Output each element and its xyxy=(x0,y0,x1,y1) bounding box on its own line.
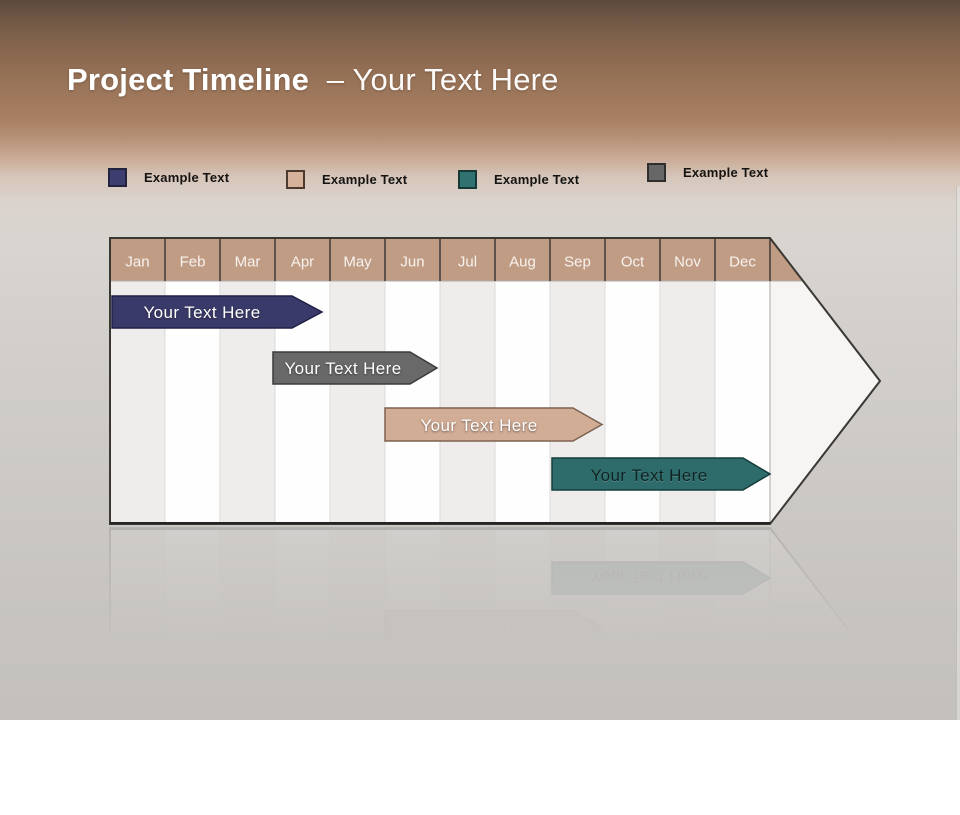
bar-label: Your Text Here xyxy=(590,466,707,485)
timeline-reflection: Jan Feb Mar Apr May Jun Jul Aug Sep Oct … xyxy=(109,527,882,815)
month-label: Apr xyxy=(291,254,314,271)
legend-swatch-teal xyxy=(458,170,477,189)
title-placeholder-text: – Your Text Here xyxy=(326,62,559,97)
bar-label: Your Text Here xyxy=(143,303,260,322)
svg-text:Feb: Feb xyxy=(180,782,206,799)
legend-item-1[interactable]: Example Text xyxy=(108,168,229,187)
legend-item-2[interactable]: Example Text xyxy=(286,170,407,189)
timeline-grid xyxy=(110,238,880,524)
svg-text:Apr: Apr xyxy=(291,782,314,799)
svg-text:Mar: Mar xyxy=(235,782,261,799)
timeline-arrow-outline xyxy=(109,237,881,525)
month-label: May xyxy=(343,254,372,271)
legend-swatch-gray xyxy=(647,163,666,182)
legend-swatch-navy xyxy=(108,168,127,187)
month-label: Nov xyxy=(674,254,701,271)
svg-text:Sep: Sep xyxy=(564,782,591,799)
bar-label: Your Text Here xyxy=(284,359,401,378)
svg-text:Your Text Here: Your Text Here xyxy=(284,674,401,693)
title-main: Project Timeline xyxy=(67,62,310,97)
svg-text:Your Text Here: Your Text Here xyxy=(590,567,707,586)
title-suffix xyxy=(318,62,327,97)
timeline-bar-2[interactable]: Your Text Here xyxy=(272,351,439,385)
svg-text:Nov: Nov xyxy=(674,782,701,799)
svg-text:Oct: Oct xyxy=(621,782,645,799)
legend-label: Example Text xyxy=(494,172,580,187)
legend-label: Example Text xyxy=(322,172,408,187)
svg-text:Jun: Jun xyxy=(400,782,424,799)
legend-item-3[interactable]: Example Text xyxy=(458,170,579,189)
month-label: Feb xyxy=(180,254,206,271)
legend-item-4[interactable]: Example Text xyxy=(647,163,768,182)
month-label: Dec xyxy=(729,254,756,271)
month-label: Aug xyxy=(509,254,536,271)
slide-title[interactable]: Project Timeline – Your Text Here xyxy=(67,62,559,98)
legend-label: Example Text xyxy=(683,165,769,180)
timeline-bar-3[interactable]: Your Text Here xyxy=(384,407,604,442)
svg-text:Aug: Aug xyxy=(509,782,536,799)
svg-text:Your Text Here: Your Text Here xyxy=(420,617,537,636)
month-label: Sep xyxy=(564,254,591,271)
month-label: Jan xyxy=(125,254,149,271)
timeline-bar-4[interactable]: Your Text Here xyxy=(551,457,772,491)
legend-label: Example Text xyxy=(144,170,230,185)
month-label: Jun xyxy=(400,254,424,271)
svg-text:Your Text Here: Your Text Here xyxy=(143,730,260,749)
month-label: Oct xyxy=(621,254,645,271)
timeline-arrow[interactable]: Jan Feb Mar Apr May Jun Jul Aug Sep Oct … xyxy=(109,237,881,525)
slide-right-edge xyxy=(956,186,960,720)
svg-text:May: May xyxy=(343,782,372,799)
timeline-bar-1[interactable]: Your Text Here xyxy=(111,295,324,329)
svg-text:Dec: Dec xyxy=(729,782,756,799)
month-label: Jul xyxy=(458,254,477,271)
month-header: Jan Feb Mar Apr May Jun Jul Aug Sep Oct … xyxy=(125,254,756,271)
svg-text:Jan: Jan xyxy=(125,782,149,799)
bar-label: Your Text Here xyxy=(420,416,537,435)
month-label: Mar xyxy=(235,254,261,271)
legend-swatch-tan xyxy=(286,170,305,189)
svg-text:Jul: Jul xyxy=(458,782,477,799)
